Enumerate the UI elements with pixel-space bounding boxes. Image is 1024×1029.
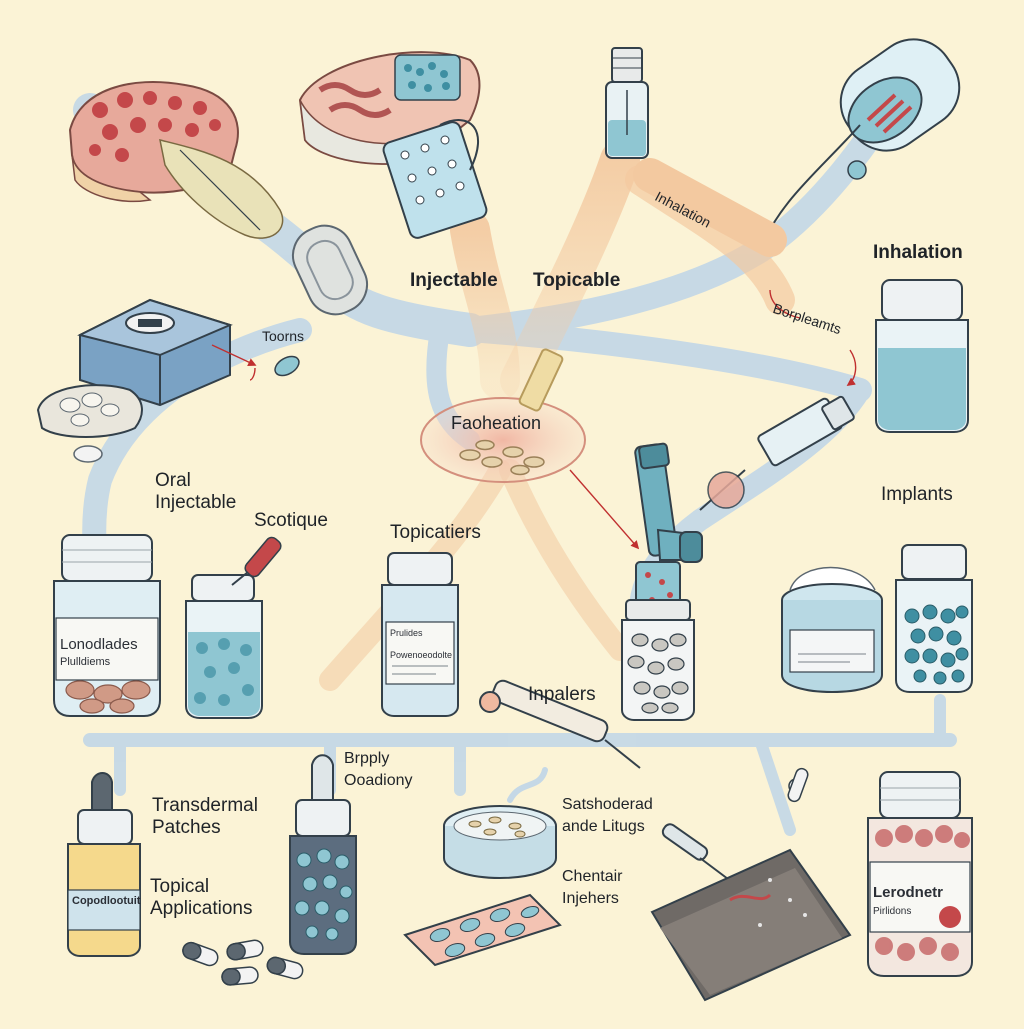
capsules-icon [182, 939, 304, 986]
label-satshoderad: Satshoderad [562, 796, 653, 813]
label-topicable: Topicable [533, 270, 621, 291]
red-jar-icon [867, 771, 973, 977]
label-injehers: Injehers [562, 890, 619, 907]
jar-label-pirlidons: Pirlidons [873, 906, 912, 917]
label-inhalation: Inhalation [873, 242, 963, 263]
skin-patch-icon [650, 848, 852, 1002]
jar-icon [875, 279, 969, 433]
inhaler-tube-icon [759, 38, 961, 251]
label-toorns: Toorns [262, 328, 305, 344]
cream-jar-icon [781, 566, 883, 694]
inhalation-band [633, 158, 787, 257]
label-injectable-top: Injectable [410, 270, 498, 291]
label-patches: Patches [152, 817, 221, 838]
label-topical: Topical [150, 876, 210, 897]
label-implants: Implants [881, 484, 953, 505]
jar-label-plulldiems: Plulldiems [60, 656, 111, 668]
label-scotique: Scotique [254, 510, 328, 531]
capsule-icon [274, 355, 300, 377]
red-arrows [211, 289, 857, 550]
dark-dropper-bottle-icon [289, 754, 357, 955]
label-inpalers: Inpalers [528, 684, 596, 705]
tissue-block-icon [68, 81, 284, 239]
microneedle-patch-icon [382, 119, 488, 239]
center-dish-icon [420, 348, 586, 483]
jar-label-lonodlades: Lonodlades [60, 636, 138, 653]
syringe-horizontal-icon [479, 679, 641, 769]
peach-streams [319, 140, 795, 691]
dropper-bottle-icon [67, 772, 141, 957]
box-icon [77, 298, 233, 407]
sponge-icon [36, 384, 143, 463]
jar-label-lerodnetr: Lerodnetr [873, 884, 944, 901]
jar-label-prulides: Prulides [390, 628, 423, 638]
capsule-clamp-icon [292, 224, 368, 316]
tablet-blister-icon [403, 893, 562, 967]
syringe-icon [699, 395, 855, 511]
jar-label-copodlootuit: Copodlootuit [72, 895, 141, 907]
label-ande-litugs: ande Litugs [562, 818, 645, 835]
label-applications: Applications [150, 898, 253, 919]
label-topicatiers: Topicatiers [390, 522, 481, 543]
pill-jar-icon [621, 561, 695, 721]
tall-jar-icon [53, 534, 161, 717]
label-ooadiony: Ooadiony [344, 772, 413, 789]
bottle-icon [381, 552, 459, 717]
jar-label-powenoeodolte: Powenoeodolte [390, 650, 453, 660]
inhaler-icon [634, 442, 703, 563]
dropper-jar-icon [185, 536, 282, 719]
label-chentair: Chentair [562, 868, 623, 885]
pipette-icon [661, 767, 809, 889]
bead-jar-icon [895, 544, 973, 693]
label-injectable-left: Injectable [155, 492, 237, 513]
petri-dish-icon [443, 767, 557, 880]
label-brpply: Brpply [344, 750, 390, 767]
vial-icon [605, 47, 649, 159]
label-transdermal: Transdermal [152, 795, 258, 816]
label-faoheation: Faoheation [451, 413, 542, 433]
label-oral: Oral [155, 470, 191, 491]
